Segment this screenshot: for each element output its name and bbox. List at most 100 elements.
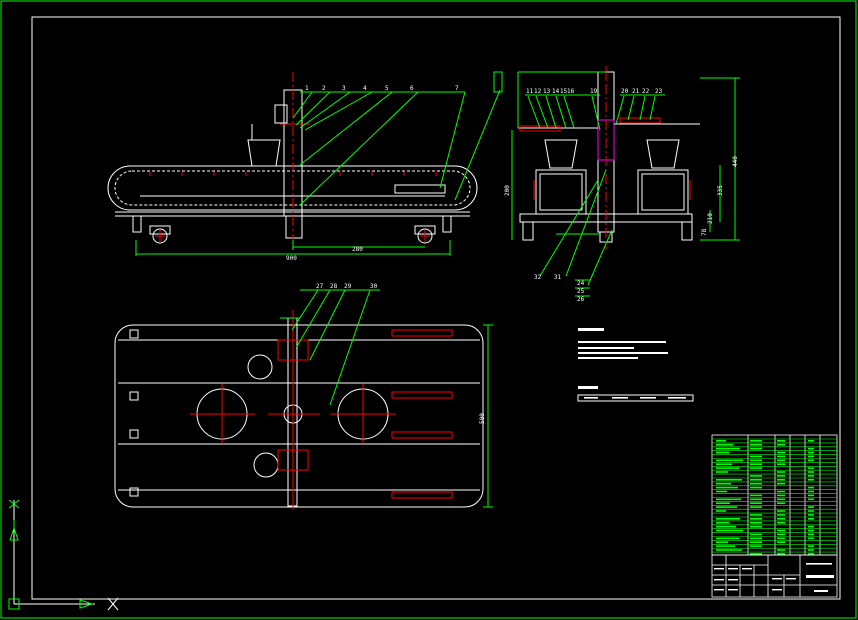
title-block — [711, 554, 838, 598]
dim-overall-900: 900 — [286, 255, 297, 262]
parts-list-cell-text — [750, 502, 762, 504]
side-view-labels: 11 12 13 14 15 16 19 20 21 22 23 24 25 2… — [504, 88, 739, 303]
parts-list-cell-text — [750, 506, 762, 508]
balloon-23: 23 — [655, 88, 663, 95]
balloon-6: 6 — [410, 85, 414, 92]
parts-list-cell-text — [808, 451, 814, 454]
parts-list-cell-text — [716, 479, 742, 481]
parts-list-cell-text — [808, 518, 814, 520]
parts-list-cell-text — [777, 541, 785, 543]
dim-offset-280: 280 — [352, 246, 363, 253]
plan-view-red — [190, 310, 453, 510]
parts-list-cell-text — [777, 482, 785, 485]
balloon-19: 19 — [590, 88, 598, 95]
parts-list-cell-text — [750, 521, 762, 524]
parts-list-cell-text — [750, 467, 762, 469]
parts-list-cell-text — [808, 471, 814, 473]
balloon-2: 2 — [322, 85, 326, 92]
parts-list-cell-text — [750, 541, 762, 543]
parts-list-cell-text — [716, 502, 730, 504]
parts-list-cell-text — [808, 479, 814, 481]
ucs-x-arrow-icon — [8, 598, 94, 610]
parts-list-cell-text — [777, 463, 785, 465]
balloon-31: 31 — [554, 274, 562, 281]
parts-list-cell-text — [750, 463, 762, 465]
parts-list-cell-text — [777, 494, 785, 497]
parts-list-cell-text — [777, 521, 785, 524]
parts-list-rows — [712, 438, 837, 553]
parts-list-cell-text — [716, 529, 743, 532]
balloon-3: 3 — [342, 85, 346, 92]
parts-list-cell-text — [808, 440, 814, 442]
parts-list-cell-text — [716, 506, 737, 508]
ucs-icon — [13, 500, 95, 605]
dim-500: 500 — [479, 413, 486, 424]
parts-list-cell-text — [777, 553, 785, 555]
front-view-annotations — [135, 71, 503, 256]
parts-list-cell-text — [777, 459, 785, 462]
drawing-border — [31, 16, 841, 600]
parts-list-cell-text — [777, 440, 785, 442]
parts-list-cell-text — [716, 459, 743, 462]
parts-list-cell-text — [716, 486, 738, 489]
parts-list-cell-text — [777, 490, 785, 493]
plan-outline — [114, 324, 484, 508]
balloon-22: 22 — [642, 88, 650, 95]
parts-list-cell-text — [808, 506, 814, 508]
left-hopper — [535, 169, 587, 215]
balloon-32: 32 — [534, 274, 542, 281]
parts-list-cell-text — [808, 549, 814, 551]
parts-list-cell-text — [716, 521, 729, 524]
parts-list-cell-text — [716, 471, 728, 473]
parts-list-cell-text — [716, 525, 736, 528]
balloon-26: 26 — [577, 296, 585, 303]
balloon-14: 14 — [552, 88, 560, 95]
dim-440: 440 — [732, 156, 739, 167]
parts-list-cell-text — [716, 447, 740, 450]
plan-view-labels: 27 28 29 30 500 — [316, 283, 486, 424]
balloon-20: 20 — [621, 88, 629, 95]
parts-list-cell-text — [750, 475, 762, 477]
parts-list-cell-text — [716, 518, 740, 520]
side-view-annotations — [511, 71, 740, 297]
parts-list — [711, 434, 838, 556]
parts-list-cell-text — [750, 514, 762, 516]
parts-list-cell-text — [808, 455, 814, 458]
balloon-13: 13 — [543, 88, 551, 95]
balloon-30: 30 — [370, 283, 378, 290]
parts-list-cell-text — [716, 490, 727, 493]
parts-list-cell-text — [777, 518, 785, 520]
parts-list-cell-text — [777, 455, 785, 458]
parts-list-cell-text — [777, 443, 785, 446]
dim-78: 78 — [701, 228, 708, 236]
parts-list-cell-text — [750, 553, 762, 555]
balloon-21: 21 — [632, 88, 640, 95]
ucs-x-letter — [107, 597, 119, 611]
parts-list-cell-text — [716, 545, 735, 547]
balloon-15: 15 — [560, 88, 568, 95]
right-hopper — [637, 169, 689, 215]
parts-list-cell-text — [716, 549, 742, 551]
parts-list-cell-text — [777, 502, 785, 504]
parts-list-cell-text — [777, 451, 785, 454]
parts-list-cell-text — [716, 440, 726, 442]
parts-list-cell-text — [750, 459, 762, 462]
parts-list-cell-text — [777, 479, 785, 481]
plan-view-annotations — [280, 289, 493, 508]
dim-200: 200 — [504, 185, 511, 196]
parts-list-cell-text — [808, 490, 814, 493]
parts-list-cell-text — [777, 529, 785, 532]
balloon-27: 27 — [316, 283, 324, 290]
technical-notes — [577, 328, 694, 402]
parts-list-cell-text — [777, 510, 785, 512]
parts-list-cell-text — [716, 443, 733, 446]
parts-list-cell-text — [808, 545, 814, 547]
parts-list-cell-text — [750, 518, 762, 520]
parts-list-cell-text — [808, 494, 814, 497]
parts-list-cell-text — [750, 482, 762, 485]
parts-list-cell-text — [750, 486, 762, 489]
parts-list-cell-text — [750, 447, 762, 450]
funnel — [247, 139, 281, 167]
